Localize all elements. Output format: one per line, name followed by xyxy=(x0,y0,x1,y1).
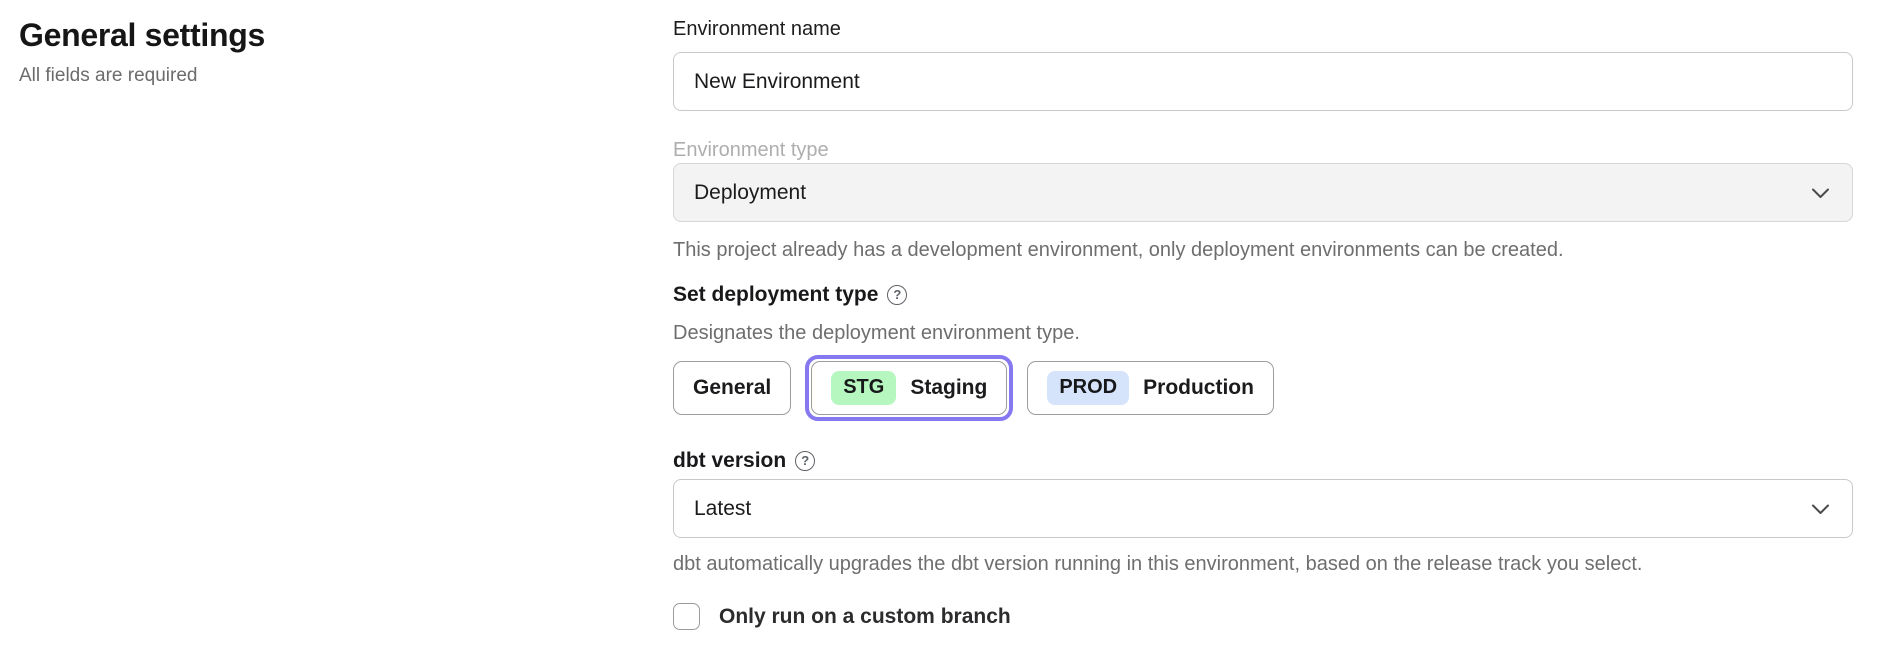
custom-branch-checkbox[interactable] xyxy=(673,603,700,630)
custom-branch-row: Only run on a custom branch xyxy=(673,603,1853,630)
custom-branch-label: Only run on a custom branch xyxy=(719,605,1011,628)
dbt-version-select[interactable]: Latest xyxy=(673,479,1853,538)
environment-name-label: Environment name xyxy=(673,18,841,40)
environment-type-select[interactable]: Deployment xyxy=(673,163,1853,222)
selected-option-ring: STG Staging xyxy=(805,354,1014,421)
dbt-version-heading-text: dbt version xyxy=(673,449,787,472)
deployment-type-option-label: General xyxy=(693,375,772,399)
environment-type-helper: This project already has a development e… xyxy=(673,239,1564,261)
deployment-type-description: Designates the deployment environment ty… xyxy=(673,322,1080,344)
deployment-type-option-staging[interactable]: STG Staging xyxy=(811,360,1008,415)
environment-settings-form: Environment name Environment type Deploy… xyxy=(673,0,1853,630)
deployment-type-option-general[interactable]: General xyxy=(673,360,792,415)
help-icon[interactable]: ? xyxy=(887,285,908,305)
deployment-type-options: General STG Staging PROD Production xyxy=(673,354,1853,421)
dbt-version-helper: dbt automatically upgrades the dbt versi… xyxy=(673,553,1643,575)
chevron-down-icon xyxy=(1811,503,1830,515)
deployment-type-option-production[interactable]: PROD Production xyxy=(1027,360,1274,415)
settings-header: General settings All fields are required xyxy=(19,14,579,88)
environment-type-label: Environment type xyxy=(673,139,829,161)
deployment-type-option-label: Staging xyxy=(910,375,988,399)
chevron-down-icon xyxy=(1811,187,1830,199)
dbt-version-value: Latest xyxy=(694,496,752,520)
page-subtitle: All fields are required xyxy=(19,65,198,86)
deployment-type-heading: Set deployment type ? xyxy=(673,281,1853,309)
environment-type-value: Deployment xyxy=(694,180,807,204)
help-icon[interactable]: ? xyxy=(795,451,816,471)
dbt-version-heading: dbt version ? xyxy=(673,447,1853,475)
production-badge: PROD xyxy=(1047,370,1130,405)
staging-badge: STG xyxy=(831,370,897,405)
deployment-type-option-label: Production xyxy=(1143,375,1254,399)
environment-name-input[interactable] xyxy=(673,52,1853,111)
page-title: General settings xyxy=(19,17,265,53)
deployment-type-heading-text: Set deployment type xyxy=(673,283,879,306)
